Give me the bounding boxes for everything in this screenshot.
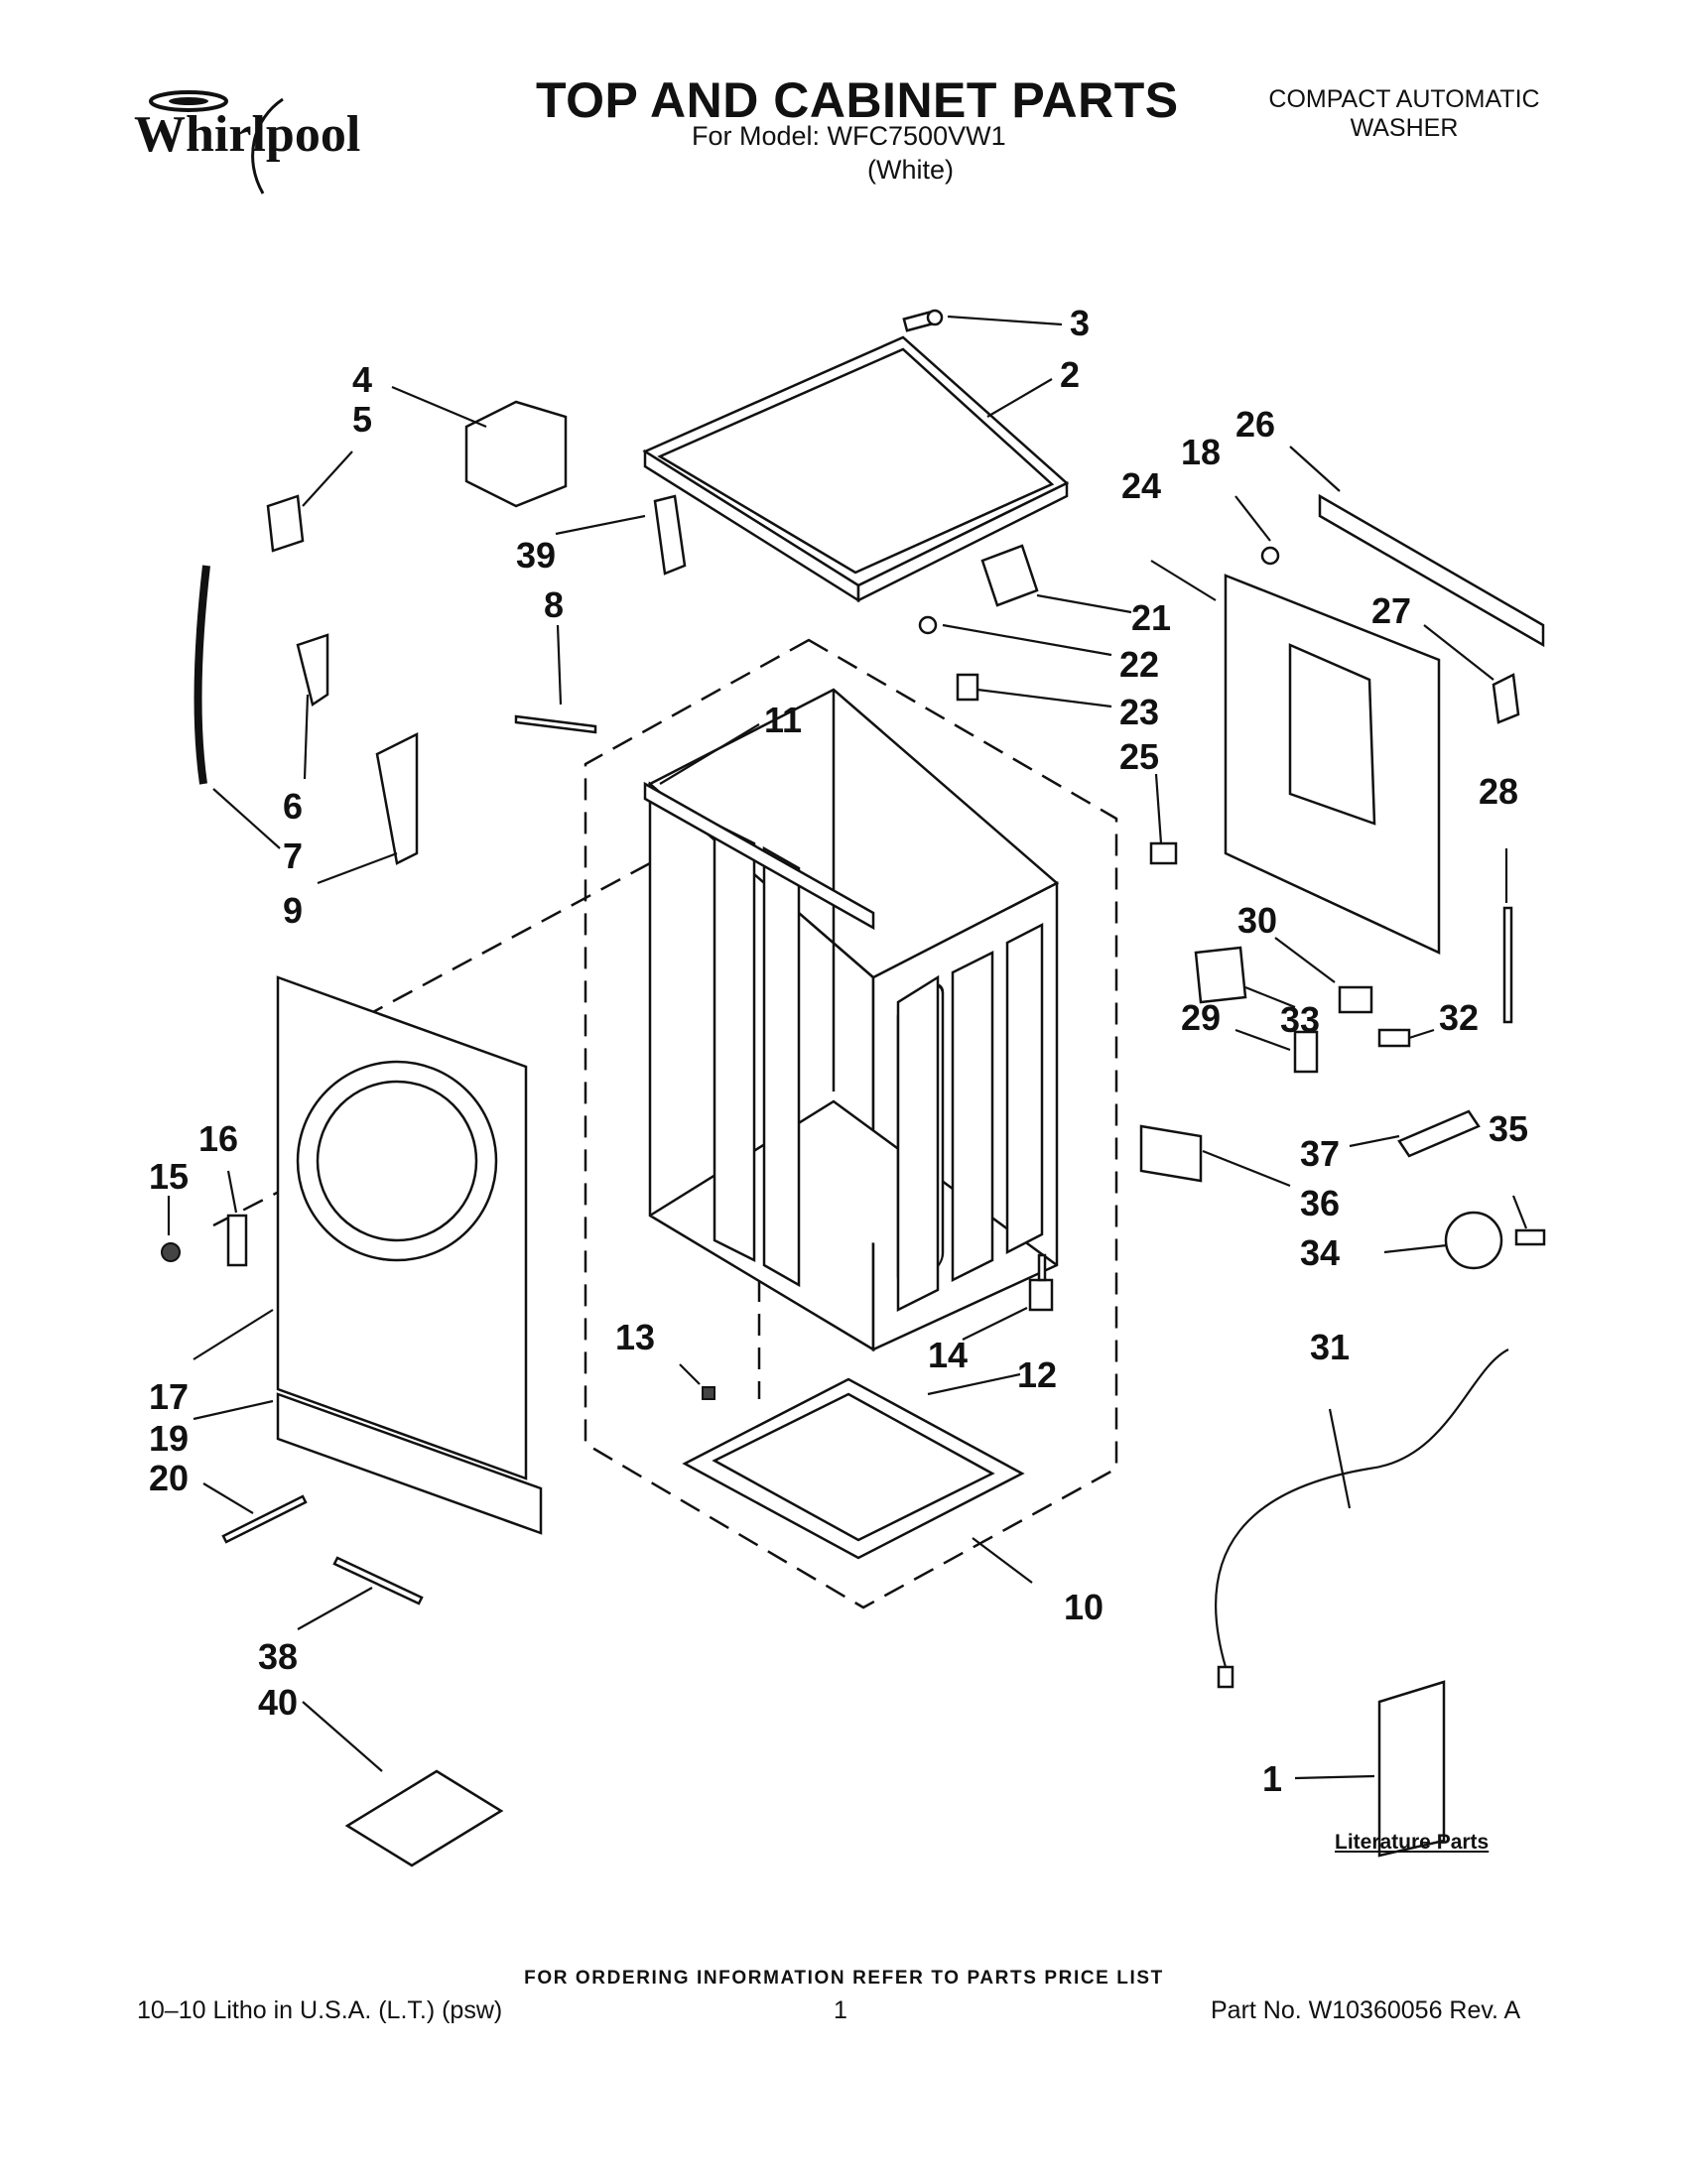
product-type-line1: COMPACT AUTOMATIC (1268, 85, 1540, 113)
spring-part (653, 494, 687, 576)
callout-37: 37 (1300, 1133, 1340, 1174)
switch-part-5 (266, 494, 305, 553)
callout-35: 35 (1489, 1108, 1528, 1149)
cabinet-frame-part (647, 688, 1060, 1352)
callout-32: 32 (1439, 997, 1479, 1038)
back-panel-window (1288, 643, 1376, 826)
callout-22: 22 (1119, 644, 1159, 685)
toe-panel-part (276, 1392, 543, 1535)
strap-part-26 (1318, 493, 1545, 648)
screw-part-3 (902, 309, 944, 332)
callout-7: 7 (283, 835, 303, 876)
front-panel-part (276, 975, 528, 1480)
ordering-note: FOR ORDERING INFORMATION REFER TO PARTS … (524, 1968, 1164, 1989)
clip-part-27 (1492, 673, 1520, 724)
literature-booklet-part (1377, 1680, 1446, 1858)
callout-5: 5 (352, 399, 372, 440)
callout-25: 25 (1119, 736, 1159, 777)
callout-23: 23 (1119, 692, 1159, 732)
callout-29: 29 (1181, 997, 1221, 1038)
callout-8: 8 (544, 584, 564, 625)
callout-20: 20 (149, 1458, 189, 1498)
pump-part-34 (1444, 1211, 1503, 1270)
callout-39: 39 (516, 535, 556, 576)
heater-part-37 (1397, 1109, 1481, 1158)
callout-13: 13 (615, 1317, 655, 1357)
literature-parts-label: Literature Parts (1335, 1831, 1490, 1854)
callout-30: 30 (1237, 900, 1277, 941)
bracket-part-29 (1293, 1030, 1319, 1074)
callout-2: 2 (1060, 354, 1080, 395)
screw-part-18 (1260, 546, 1280, 566)
callout-40: 40 (258, 1682, 298, 1723)
whirlpool-logo: Whirlpool (134, 90, 360, 194)
clip-part-23 (956, 673, 979, 702)
callout-19: 19 (149, 1418, 189, 1459)
callout-21: 21 (1131, 597, 1171, 638)
callout-9: 9 (283, 890, 303, 931)
callout-38: 38 (258, 1636, 298, 1677)
callout-10: 10 (1064, 1587, 1104, 1627)
leader-lines (167, 315, 1528, 1780)
callout-16: 16 (198, 1118, 238, 1159)
cable-tie-part-38 (332, 1556, 424, 1606)
callout-1: 1 (1262, 1758, 1282, 1799)
screw-part-22 (918, 615, 938, 635)
callout-31: 31 (1310, 1327, 1350, 1367)
callout-34: 34 (1300, 1232, 1340, 1273)
callout-24: 24 (1121, 465, 1161, 506)
fitting-part-32 (1377, 1028, 1411, 1048)
callout-28: 28 (1479, 771, 1518, 812)
base-panel-part (682, 1377, 1025, 1560)
product-type-line2: WASHER (1350, 114, 1459, 142)
power-cord-part (1215, 1349, 1509, 1668)
power-plug (1217, 1665, 1234, 1689)
callout-33: 33 (1280, 999, 1320, 1040)
page-title: TOP AND CABINET PARTS (536, 72, 1179, 128)
color-line: (White) (867, 155, 954, 185)
cable-tie-part-28 (1502, 906, 1513, 1024)
housing-part-21 (980, 544, 1039, 607)
bracket-part-4 (464, 400, 568, 508)
bracket-part-6 (296, 633, 329, 707)
callout-12: 12 (1017, 1354, 1057, 1395)
screw-part-35 (1514, 1228, 1546, 1246)
model-line: For Model: WFC7500VW1 (692, 121, 1006, 151)
screw-part-15 (161, 1242, 181, 1262)
part-number: Part No. W10360056 Rev. A (1211, 1996, 1521, 2024)
litho-info: 10–10 Litho in U.S.A. (L.T.) (psw) (137, 1996, 503, 2024)
callout-15: 15 (149, 1156, 189, 1197)
brand-wordmark: Whirlpool (134, 106, 360, 163)
board-part-36 (1139, 1124, 1203, 1183)
cabinet-dashed-outline (584, 638, 1118, 1609)
callout-6: 6 (283, 786, 303, 827)
leveling-foot-part (1028, 1253, 1054, 1312)
callout-4: 4 (352, 359, 372, 400)
cable-tie-part-20 (221, 1494, 308, 1544)
callout-27: 27 (1371, 590, 1411, 631)
block-part-30 (1338, 985, 1373, 1014)
top-bracket-part (643, 781, 875, 931)
callout-18: 18 (1181, 432, 1221, 472)
door-latch-part (226, 1214, 248, 1267)
bracket-part-9 (375, 731, 419, 865)
product-type: COMPACT AUTOMATIC WASHER (1265, 85, 1543, 143)
callout-36: 36 (1300, 1183, 1340, 1223)
callout-26: 26 (1235, 404, 1275, 445)
hose-part (194, 565, 210, 785)
clip-part-25 (1149, 841, 1178, 865)
cable-tie-part-8 (514, 714, 597, 734)
top-panel-part (642, 335, 1070, 603)
valve-part-33 (1194, 946, 1247, 1004)
callout-11: 11 (764, 700, 802, 740)
callout-14: 14 (928, 1335, 968, 1375)
page-number: 1 (834, 1996, 847, 2024)
callout-17: 17 (149, 1376, 189, 1417)
service-bag-part (344, 1769, 504, 1867)
callout-3: 3 (1070, 303, 1090, 343)
nut-part (702, 1386, 715, 1400)
